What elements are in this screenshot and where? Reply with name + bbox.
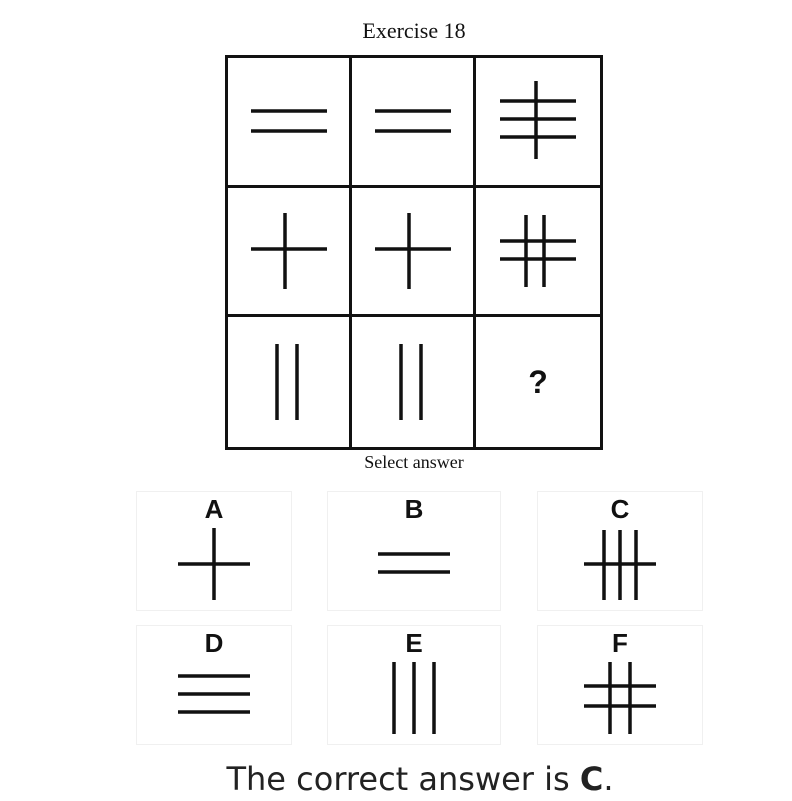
option-letter: B [404,494,424,524]
two-horizontal-lines-icon [250,109,327,134]
cross-icon [178,528,250,600]
matrix-cell-2-3 [476,188,600,318]
answer-prefix: The correct answer is [226,760,580,798]
matrix-cell-2-1 [228,187,352,318]
option-letter: F [612,628,628,658]
matrix-cell-3-1 [228,317,352,447]
option-b[interactable]: B [327,491,501,611]
answer-letter: C [579,760,604,798]
puzzle-matrix: ? [225,55,603,450]
three-vertical-one-horizontal-icon [584,530,656,600]
matrix-cell-3-2 [352,317,476,447]
option-letter: C [610,494,630,524]
three-horizontal-one-vertical-icon [500,81,576,160]
two-horizontal-lines-icon [378,552,450,574]
matrix-cell-1-2 [352,58,476,188]
matrix-cell-1-3 [476,58,600,188]
option-letter: E [405,628,423,658]
option-a[interactable]: A [136,491,292,611]
two-vertical-lines-icon [398,344,423,421]
matrix-cell-3-3: ? [476,317,600,447]
three-vertical-lines-icon [392,662,436,734]
option-c[interactable]: C [537,491,703,611]
matrix-cell-1-1 [228,58,352,188]
two-vertical-lines-icon [274,344,299,421]
answer-suffix: . [603,760,614,798]
option-e[interactable]: E [327,625,501,745]
double-hash-icon [500,214,576,287]
correct-answer-text: The correct answer is C. [0,760,792,798]
question-mark: ? [528,363,548,400]
exercise-title: Exercise 18 [362,18,466,43]
two-horizontal-lines-icon [374,109,451,134]
option-letter: D [204,628,224,658]
option-d[interactable]: D [136,625,292,745]
hash-icon [584,662,656,734]
three-horizontal-lines-icon [178,674,250,714]
matrix-cell-2-2 [352,187,476,318]
select-answer-label: Select answer [364,452,464,472]
cross-icon [374,212,451,289]
cross-icon [250,212,327,289]
option-f[interactable]: F [537,625,703,745]
option-letter: A [204,494,224,524]
